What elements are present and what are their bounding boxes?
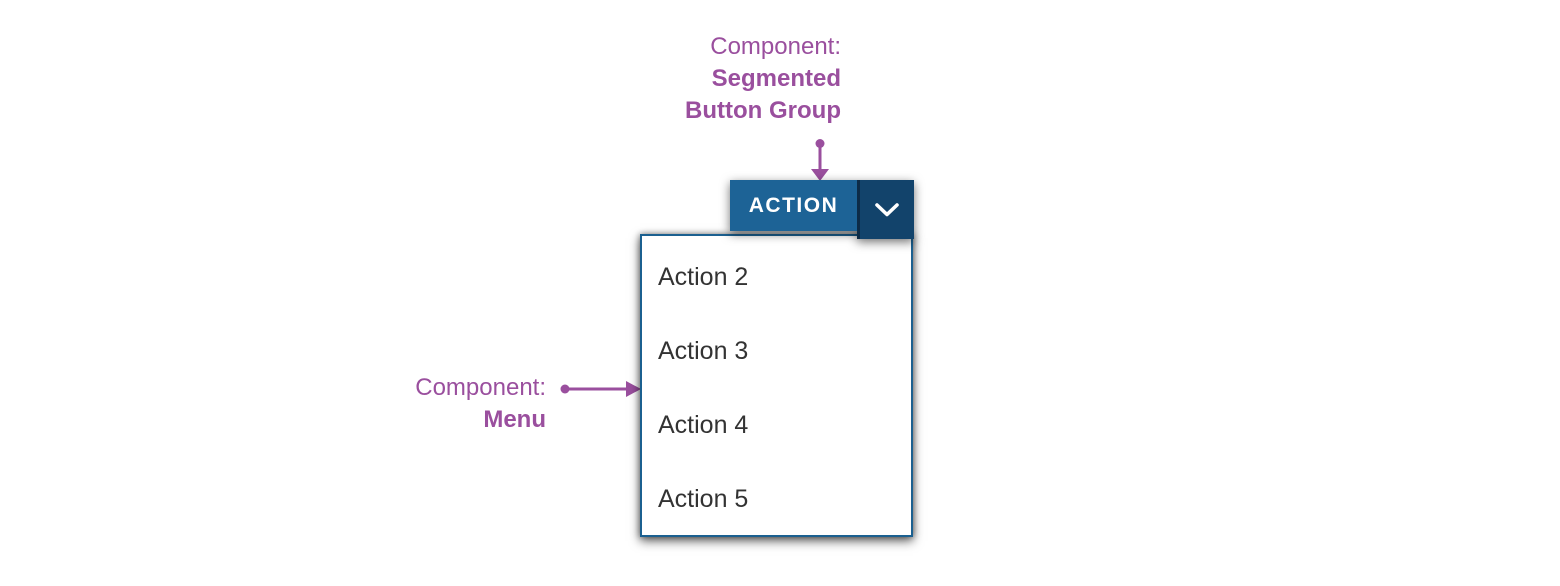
menu-item-action-2[interactable]: Action 2: [658, 262, 749, 291]
segmented-button-group: ACTION: [730, 180, 914, 239]
menu-item-action-5[interactable]: Action 5: [658, 484, 749, 513]
chevron-down-icon: [875, 202, 899, 216]
annotation-menu: Component: Menu: [415, 372, 546, 436]
annotation-segmented-button-group: Component: Segmented Button Group: [685, 31, 841, 127]
arrow-right-connector-icon: [560, 381, 641, 397]
arrow-down-connector-icon: [811, 139, 829, 181]
dropdown-menu: Action 2 Action 3 Action 4 Action 5: [640, 234, 913, 537]
action-button[interactable]: ACTION: [730, 180, 857, 231]
dropdown-toggle-button[interactable]: [857, 180, 914, 239]
annotation-name-line2: Button Group: [685, 97, 841, 124]
menu-item-action-4[interactable]: Action 4: [658, 410, 749, 439]
annotation-prefix: Component:: [415, 374, 546, 401]
menu-item-action-3[interactable]: Action 3: [658, 336, 749, 365]
annotation-name: Menu: [483, 406, 546, 433]
annotation-name-line1: Segmented: [711, 65, 841, 92]
annotation-prefix: Component:: [710, 33, 841, 60]
